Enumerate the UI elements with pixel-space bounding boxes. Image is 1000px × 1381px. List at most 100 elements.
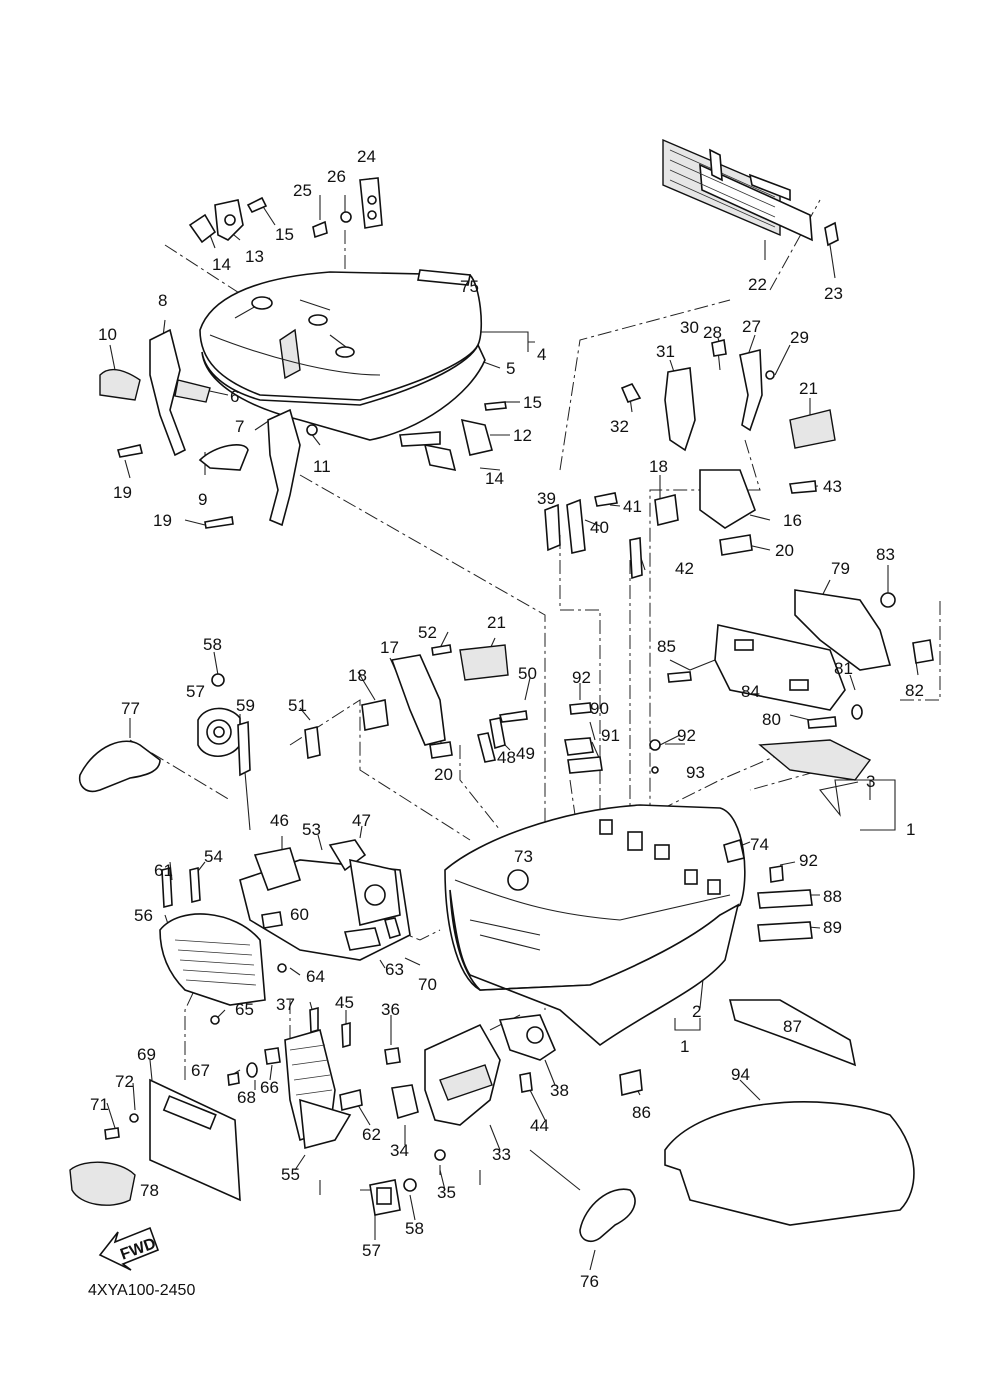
left-side-assembly xyxy=(159,839,411,1025)
callout-30: 30 xyxy=(680,318,699,337)
callout-21: 21 xyxy=(799,379,818,398)
callout-33: 33 xyxy=(492,1145,511,1164)
callout-64: 64 xyxy=(306,967,325,986)
callout-50: 50 xyxy=(518,664,537,683)
drawing-code: 4XYA100-2450 xyxy=(88,1282,195,1299)
callout-42: 42 xyxy=(675,559,694,578)
callout-13: 13 xyxy=(245,247,264,266)
callout-32: 32 xyxy=(610,417,629,436)
callout-10: 10 xyxy=(98,325,117,344)
callout-27: 27 xyxy=(742,317,761,336)
lid-hardware xyxy=(99,177,507,529)
callout-59: 59 xyxy=(236,696,255,715)
callout-12: 12 xyxy=(513,426,532,445)
callout-82: 82 xyxy=(905,681,924,700)
callout-20b: 20 xyxy=(434,765,453,784)
callout-57b: 57 xyxy=(362,1241,381,1260)
callout-70: 70 xyxy=(418,975,437,994)
callout-71: 71 xyxy=(90,1095,109,1114)
callout-26: 26 xyxy=(327,167,346,186)
callout-80: 80 xyxy=(762,710,781,729)
callout-11: 11 xyxy=(313,457,331,476)
callout-20: 20 xyxy=(775,541,794,560)
callout-23: 23 xyxy=(824,284,843,303)
callout-57: 57 xyxy=(186,682,205,701)
callout-18: 18 xyxy=(649,457,668,476)
callout-90: 90 xyxy=(590,699,609,718)
callout-22: 22 xyxy=(748,275,767,294)
callout-65: 65 xyxy=(235,1000,254,1019)
callout-53: 53 xyxy=(302,820,321,839)
callout-81: 81 xyxy=(834,659,853,678)
grab-handle-right xyxy=(579,1188,636,1242)
callout-63: 63 xyxy=(385,960,404,979)
callout-56: 56 xyxy=(134,906,153,925)
callout-92c: 92 xyxy=(799,851,818,870)
callout-14: 14 xyxy=(212,255,231,274)
callout-76: 76 xyxy=(580,1272,599,1291)
callout-5: 5 xyxy=(506,359,515,378)
callout-60: 60 xyxy=(290,905,309,924)
callout-39: 39 xyxy=(537,489,556,508)
callout-21b: 21 xyxy=(487,613,506,632)
callout-67: 67 xyxy=(191,1061,210,1080)
callout-51: 51 xyxy=(288,696,307,715)
callout-75: 75 xyxy=(460,277,479,296)
callout-8: 8 xyxy=(158,291,167,310)
speaker-assembly-upper xyxy=(197,673,251,831)
callout-89: 89 xyxy=(823,918,842,937)
callout-19: 19 xyxy=(113,483,132,502)
callout-15b: 15 xyxy=(523,393,542,412)
callout-94: 94 xyxy=(731,1065,750,1084)
callout-49: 49 xyxy=(516,744,535,763)
callout-38: 38 xyxy=(550,1081,569,1100)
callout-46: 46 xyxy=(270,811,289,830)
callout-41: 41 xyxy=(623,497,642,516)
floor-mat xyxy=(664,1101,915,1226)
inner-bracket-set xyxy=(304,644,661,774)
callout-47: 47 xyxy=(352,811,371,830)
callout-58b: 58 xyxy=(405,1219,424,1238)
callout-34: 34 xyxy=(390,1141,409,1160)
callout-87: 87 xyxy=(783,1017,802,1036)
callout-1: 1 xyxy=(906,820,915,839)
callout-4: 4 xyxy=(537,345,546,364)
mounting-bracket-right xyxy=(667,589,934,729)
callout-66: 66 xyxy=(260,1078,279,1097)
trunk-lid-assembly xyxy=(199,271,486,441)
callout-45: 45 xyxy=(335,993,354,1012)
callout-92b: 92 xyxy=(677,726,696,745)
callout-84: 84 xyxy=(741,682,760,701)
callout-61: 61 xyxy=(154,861,173,880)
callout-1b: 1 xyxy=(680,1037,689,1056)
callout-25: 25 xyxy=(293,181,312,200)
callout-52: 52 xyxy=(418,623,437,642)
callout-24: 24 xyxy=(357,147,376,166)
callout-labels: 24 25 26 15 13 14 75 4 5 8 10 6 7 15 12 … xyxy=(90,147,924,1291)
callout-72: 72 xyxy=(115,1072,134,1091)
callout-43: 43 xyxy=(823,477,842,496)
callout-3: 3 xyxy=(866,772,875,791)
callout-36: 36 xyxy=(381,1000,400,1019)
grab-handle-left xyxy=(78,740,161,793)
callout-69: 69 xyxy=(137,1045,156,1064)
callout-19b: 19 xyxy=(153,511,172,530)
callout-17: 17 xyxy=(380,638,399,657)
callout-35: 35 xyxy=(437,1183,456,1202)
callout-86: 86 xyxy=(632,1103,651,1122)
callout-68: 68 xyxy=(237,1088,256,1107)
callout-48: 48 xyxy=(497,748,516,767)
trunk-body xyxy=(444,804,746,1047)
callout-29: 29 xyxy=(790,328,809,347)
side-plate-left xyxy=(69,1078,241,1206)
callout-40: 40 xyxy=(590,518,609,537)
callout-16: 16 xyxy=(783,511,802,530)
callout-31: 31 xyxy=(656,342,675,361)
callout-78: 78 xyxy=(140,1181,159,1200)
callout-83: 83 xyxy=(876,545,895,564)
callout-77: 77 xyxy=(121,699,140,718)
callout-28: 28 xyxy=(703,323,722,342)
callout-58: 58 xyxy=(203,635,222,654)
callout-2: 2 xyxy=(692,1002,701,1021)
